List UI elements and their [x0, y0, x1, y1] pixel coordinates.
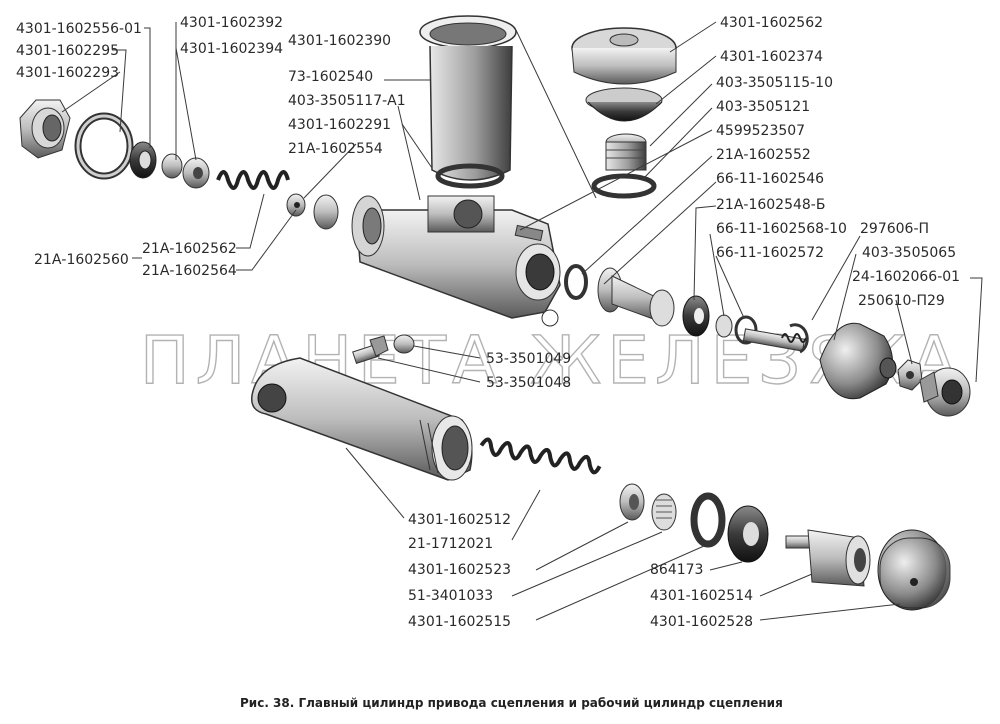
- bleeder-cap: [393, 334, 415, 354]
- reservoir-gasket: [435, 163, 505, 189]
- label-4301-1602390: 4301-1602390: [288, 33, 391, 49]
- retaining-ring: [789, 323, 809, 354]
- rod-eye: [919, 367, 971, 417]
- label-403-3505065: 403-3505065: [862, 245, 956, 261]
- slave-seal-dark: [727, 505, 769, 563]
- piston-flange: [597, 267, 675, 327]
- bleeder-valve: [352, 335, 389, 365]
- label-4301-1602291: 4301-1602291: [288, 117, 391, 133]
- label-4301-1602295: 4301-1602295: [16, 43, 119, 59]
- label-403-3505121: 403-3505121: [716, 99, 810, 115]
- label-73-1602540: 73-1602540: [288, 69, 373, 85]
- piston-small: [313, 194, 339, 230]
- label-4301-1602514: 4301-1602514: [650, 588, 753, 604]
- gasket-ring: [564, 264, 588, 300]
- valve-cup: [161, 153, 183, 179]
- spring-seat: [286, 193, 306, 217]
- label-53-3501049: 53-3501049: [486, 351, 571, 367]
- plug-nut: [19, 99, 71, 159]
- label-21a-1602560: 21А-1602560: [34, 252, 129, 268]
- reservoir-cap: [571, 27, 677, 85]
- washer-small: [715, 314, 733, 338]
- protective-boot: [819, 322, 897, 400]
- label-66-11-1602572: 66-11-1602572: [716, 245, 824, 261]
- label-403-3505115-10: 403-3505115-10: [716, 75, 833, 91]
- part-labels: 4301-1602556-01 4301-1602295 4301-160229…: [16, 15, 960, 630]
- label-24-1602066-01: 24-1602066-01: [852, 269, 960, 285]
- label-4301-1602562: 4301-1602562: [720, 15, 823, 31]
- label-250610-p29: 250610-П29: [858, 293, 945, 309]
- label-4301-1602374: 4301-1602374: [720, 49, 823, 65]
- label-403-3505117-a1: 403-3505117-А1: [288, 93, 406, 109]
- label-4301-1602528: 4301-1602528: [650, 614, 753, 630]
- label-21a-1602564: 21А-1602564: [142, 263, 237, 279]
- cap-diaphragm: [585, 87, 663, 122]
- label-51-3401033: 51-3401033: [408, 588, 493, 604]
- label-4301-1602392: 4301-1602392: [180, 15, 283, 31]
- label-864173: 864173: [650, 562, 703, 578]
- seal-ring-2: [690, 492, 726, 548]
- sealing-washer: [74, 112, 134, 180]
- reservoir-tank: [419, 15, 517, 181]
- stop-ring: [734, 315, 758, 345]
- label-4599523507: 4599523507: [716, 123, 805, 139]
- return-spring-small: [216, 170, 290, 190]
- label-21a-1602562: 21А-1602562: [142, 241, 237, 257]
- cup-seal-threaded: [651, 493, 677, 531]
- label-21a-1602554: 21А-1602554: [288, 141, 383, 157]
- label-4301-1602394: 4301-1602394: [180, 41, 283, 57]
- slave-boot: [877, 529, 951, 611]
- label-4301-1602556-01: 4301-1602556-01: [16, 21, 142, 37]
- label-4301-1602523: 4301-1602523: [408, 562, 511, 578]
- label-66-11-1602568-10: 66-11-1602568-10: [716, 221, 847, 237]
- reservoir-fitting: [605, 133, 647, 171]
- label-53-3501048: 53-3501048: [486, 375, 571, 391]
- master-cylinder-body: [351, 195, 561, 327]
- valve-body: [182, 157, 210, 189]
- label-297606-p: 297606-П: [860, 221, 929, 237]
- slave-piston: [785, 529, 871, 587]
- seal-ring-1: [129, 141, 157, 179]
- label-21a-1602552: 21А-1602552: [716, 147, 811, 163]
- leader-lines: [61, 21, 983, 621]
- label-4301-1602512: 4301-1602512: [408, 512, 511, 528]
- label-21-1712021: 21-1712021: [408, 536, 493, 552]
- slave-spring: [479, 437, 602, 475]
- label-4301-1602293: 4301-1602293: [16, 65, 119, 81]
- label-66-11-1602546: 66-11-1602546: [716, 171, 824, 187]
- figure-caption: Рис. 38. Главный цилиндр привода сцеплен…: [240, 696, 783, 710]
- slave-cylinder-body: [251, 357, 473, 481]
- fitting-washer: [591, 173, 657, 199]
- cup-seal-dark: [682, 295, 710, 337]
- pushrod: [742, 328, 807, 352]
- label-21a-1602548-b: 21А-1602548-Б: [716, 197, 825, 213]
- spring-cup: [619, 483, 645, 521]
- label-4301-1602515: 4301-1602515: [408, 614, 511, 630]
